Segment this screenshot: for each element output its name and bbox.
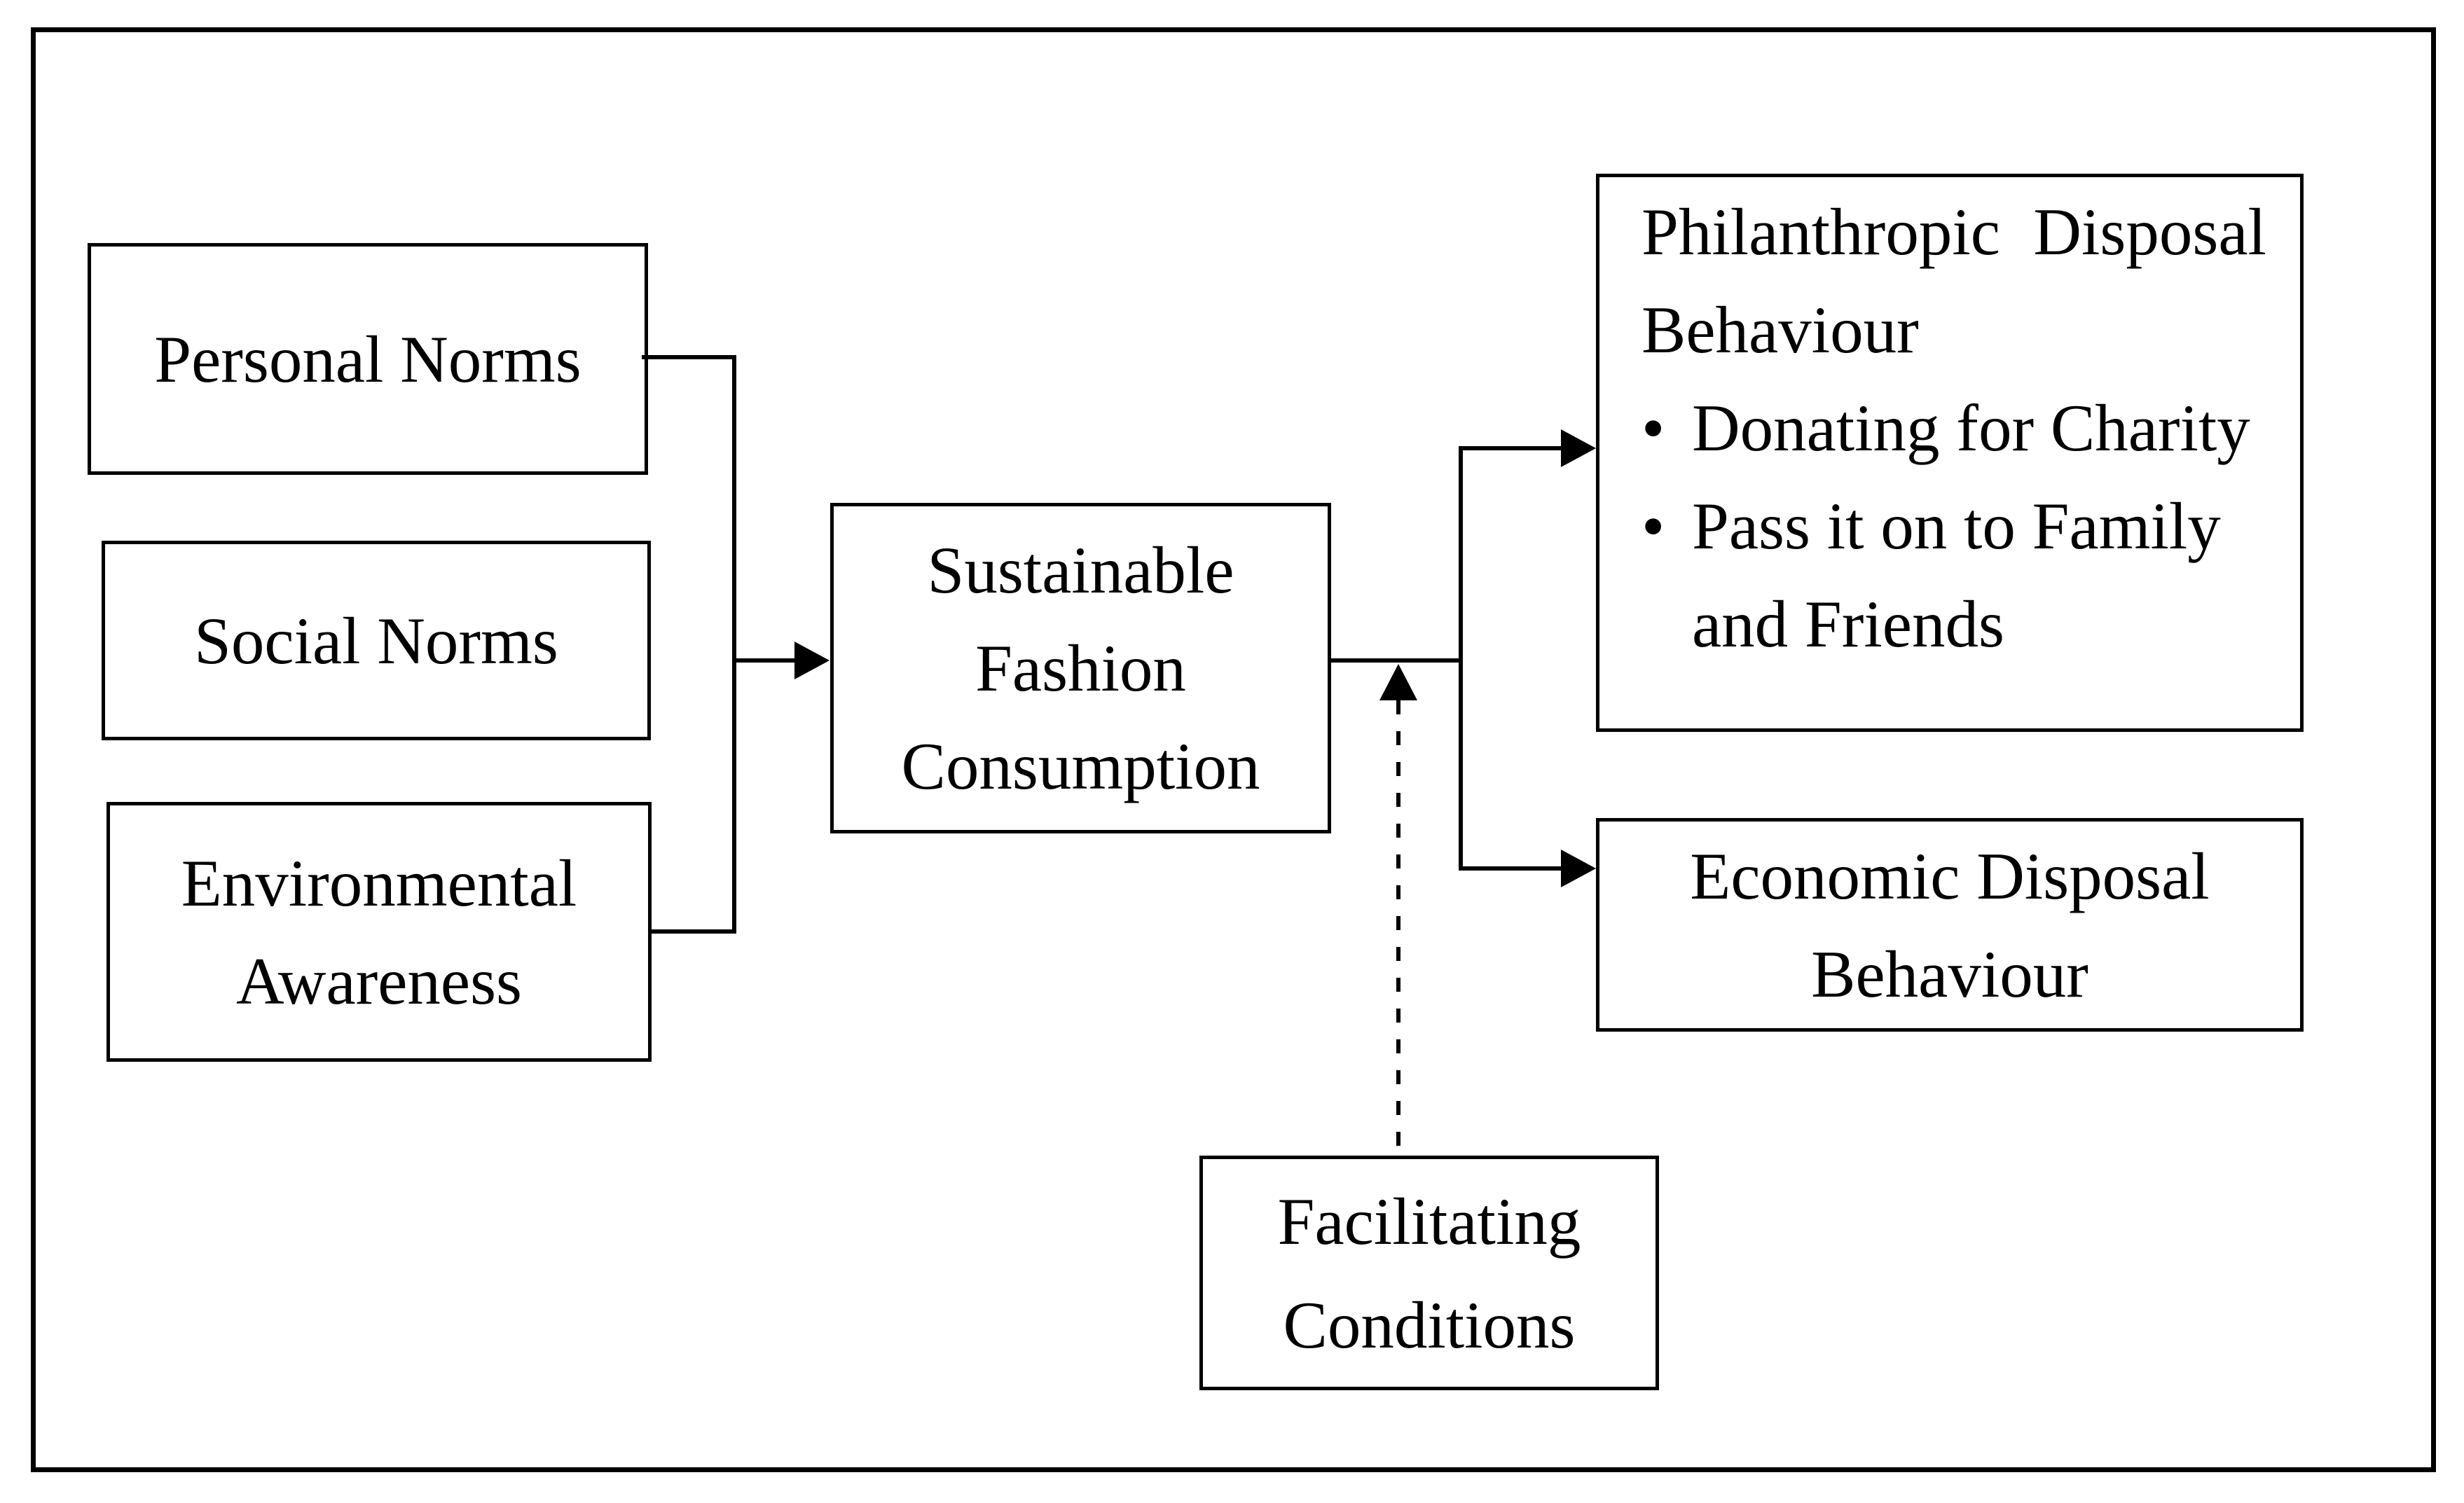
node-social-norms: Social Norms [102, 541, 651, 740]
connector-sustainable-to-split [1331, 658, 1463, 663]
node-label-line: Philanthropic Disposal [1641, 195, 2266, 269]
bullet-label: Pass it on to Family and Friends [1692, 489, 2238, 661]
node-label-line: Fashion [975, 631, 1186, 705]
node-label-line: Behaviour [1811, 936, 2088, 1011]
bullet-label: Donating for Charity [1692, 391, 2250, 465]
connector-left-junction-vertical [732, 355, 736, 934]
node-label-line: Environmental [181, 845, 577, 920]
outer-frame [31, 27, 2436, 1472]
connector-right-split-vertical [1459, 446, 1463, 871]
node-economic-disposal-behaviour: Economic Disposal Behaviour [1596, 818, 2304, 1032]
arrowhead-into-sustainable [794, 642, 830, 679]
connector-split-to-economic [1461, 866, 1562, 871]
bullet-item: • Donating for Charity [1641, 379, 2272, 477]
node-label-line: Economic Disposal [1690, 838, 2210, 913]
node-philanthropic-disposal-behaviour: Philanthropic Disposal Behaviour • Donat… [1596, 174, 2304, 732]
arrowhead-into-philanthropic [1561, 429, 1596, 467]
node-sustainable-fashion-consumption: Sustainable Fashion Consumption [830, 503, 1331, 833]
node-label: Personal Norms [154, 321, 581, 396]
node-label-line: Awareness [235, 943, 523, 1018]
node-environmental-awareness: Environmental Awareness [106, 802, 652, 1062]
node-personal-norms: Personal Norms [88, 243, 648, 475]
connector-environmental-to-junction [648, 929, 736, 934]
connector-facilitating-dashed [1396, 700, 1400, 1156]
bullet-icon: • [1641, 489, 1665, 563]
node-label-line: Facilitating [1277, 1184, 1581, 1259]
node-label-line: Sustainable [927, 533, 1234, 607]
bullet-item: • Pass it on to Family and Friends [1641, 477, 2272, 673]
node-label-line: Behaviour [1641, 293, 1919, 367]
node-label-line: Consumption [901, 729, 1260, 803]
arrowhead-facilitating-up [1379, 664, 1417, 700]
connector-junction-to-sustainable [732, 658, 797, 663]
node-label-line: Conditions [1283, 1287, 1576, 1362]
bullet-icon: • [1641, 391, 1665, 465]
connector-split-to-philanthropic [1461, 446, 1562, 450]
node-label: Social Norms [194, 603, 558, 678]
arrowhead-into-economic [1561, 850, 1596, 887]
connector-personal-to-junction [642, 355, 736, 359]
node-facilitating-conditions: Facilitating Conditions [1199, 1156, 1659, 1390]
